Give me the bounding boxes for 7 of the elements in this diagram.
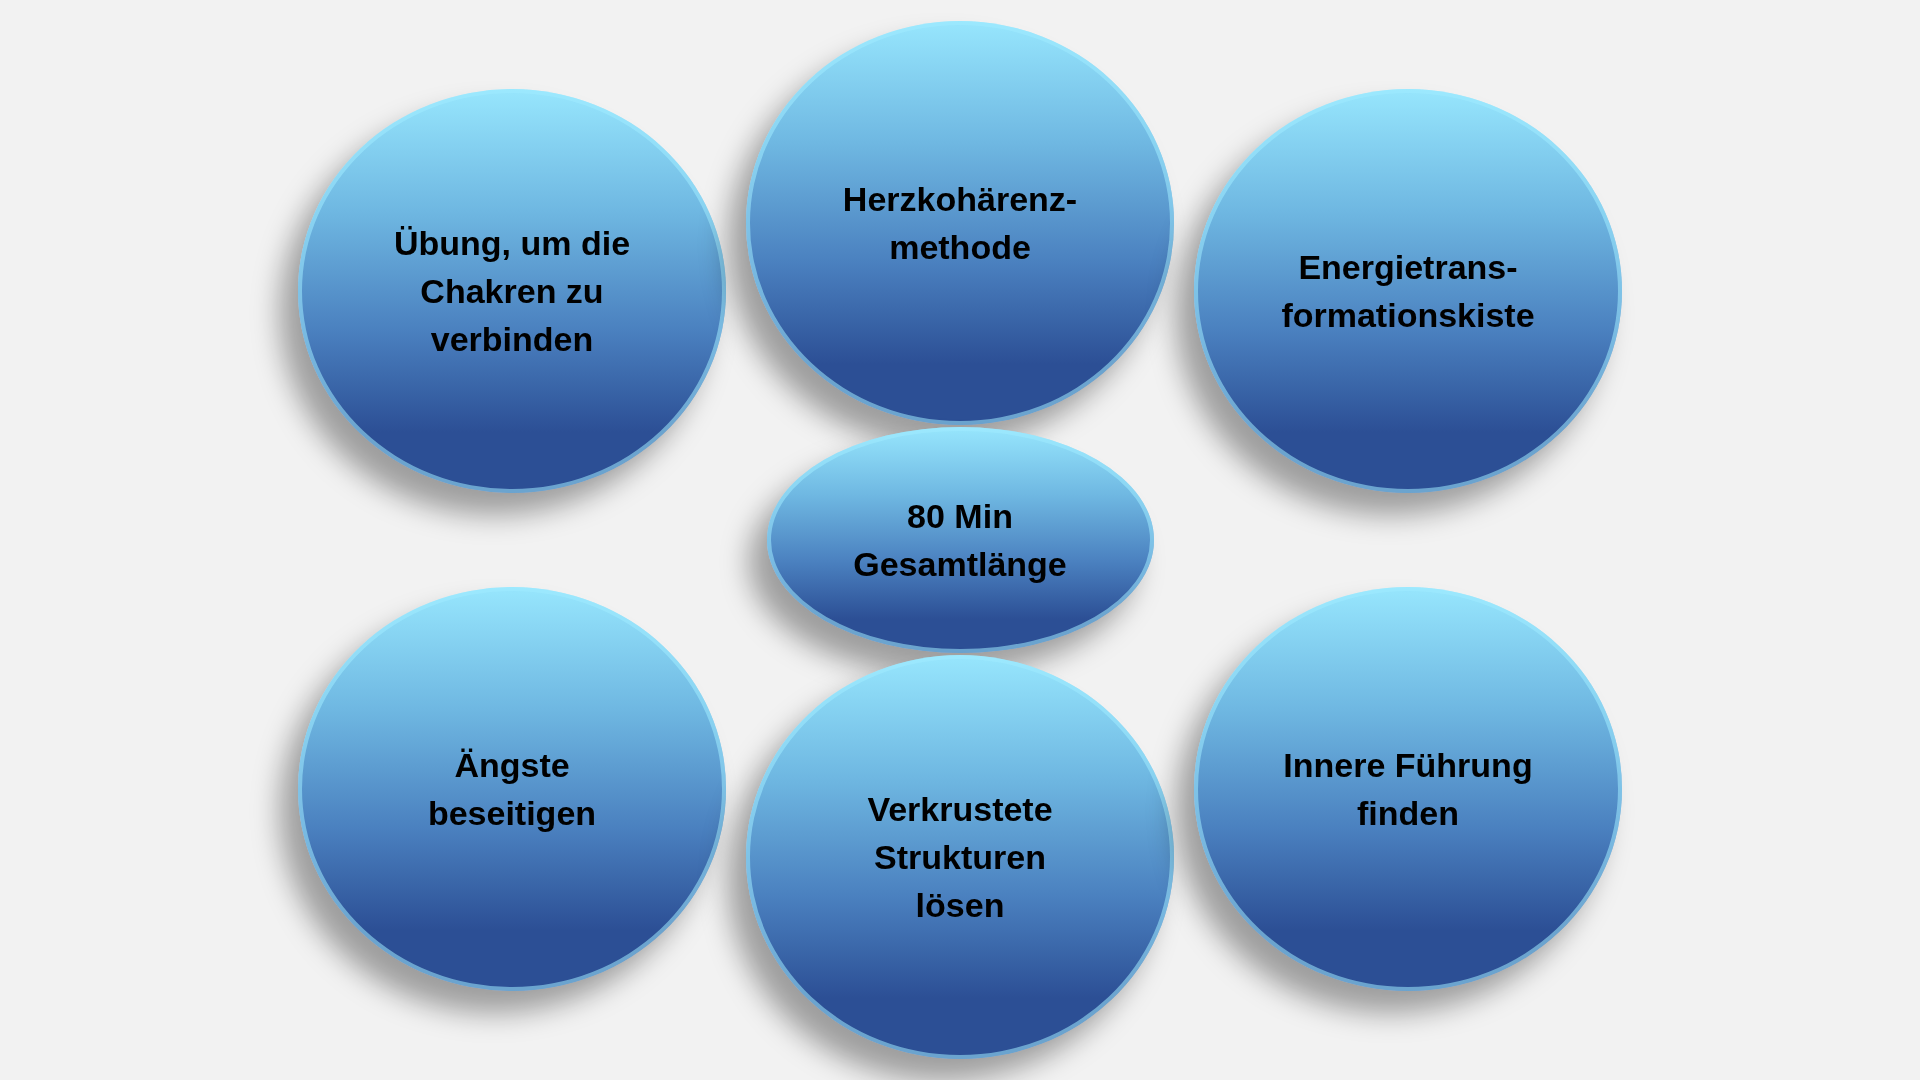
node-label: Ängste beseitigen bbox=[426, 745, 598, 834]
node-label: Innere Führung finden bbox=[1282, 745, 1534, 834]
node-label: Verkrustete Strukturen lösen bbox=[866, 789, 1054, 926]
node-label: Herzkohärenz- methode bbox=[841, 179, 1079, 268]
node-label: Energietrans- formationskiste bbox=[1280, 247, 1536, 336]
node-label: Übung, um die Chakren zu verbinden bbox=[392, 223, 632, 360]
node-label: 80 Min Gesamtlänge bbox=[852, 496, 1068, 585]
